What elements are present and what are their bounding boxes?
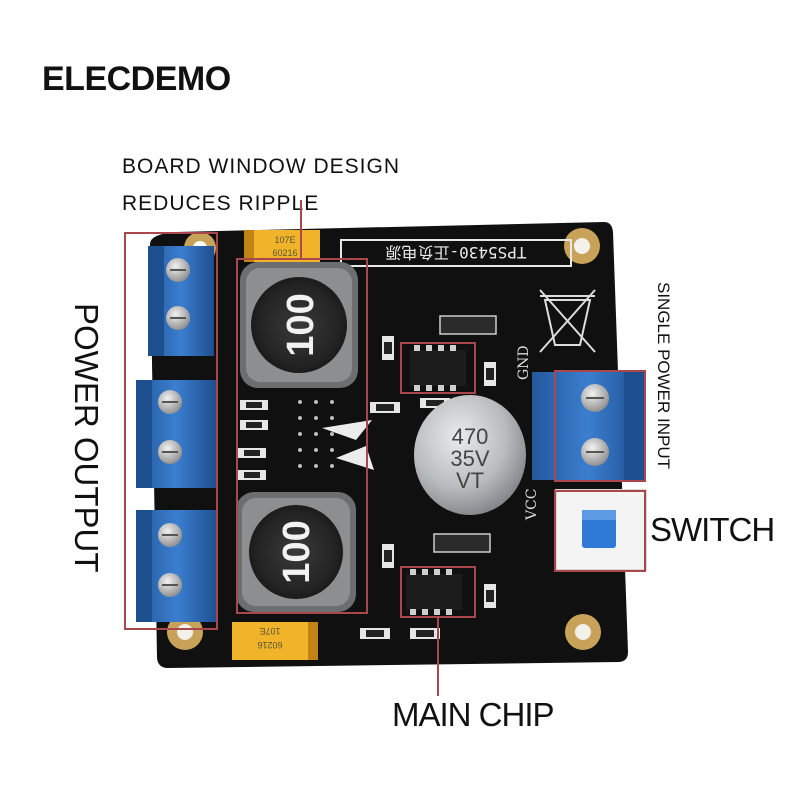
silk-title: TPS5430-正负电源 xyxy=(385,243,526,262)
board-window-note-line2: REDUCES RIPPLE xyxy=(122,192,320,215)
switch-label: SWITCH xyxy=(650,511,775,548)
silk-gnd: GND xyxy=(516,345,532,380)
leader-board-window xyxy=(300,200,302,258)
main-chip-label: MAIN CHIP xyxy=(392,696,555,733)
callout-input-box xyxy=(554,370,646,482)
inductor-bottom: 100 xyxy=(236,492,356,612)
leader-main-chip xyxy=(437,618,439,696)
logo-mark xyxy=(322,420,374,470)
smd-components xyxy=(238,315,497,639)
mounting-hole-bottom-right xyxy=(565,614,601,650)
inductor-top: 100 xyxy=(240,262,358,388)
svg-text:60216: 60216 xyxy=(257,640,282,650)
svg-text:100: 100 xyxy=(276,520,318,583)
svg-text:35V: 35V xyxy=(450,446,489,471)
tantalum-capacitor-bottom: 60216 107E xyxy=(232,622,318,660)
ic-chip-top xyxy=(410,345,466,391)
callout-main-chip-bottom-box xyxy=(400,566,476,618)
silk-vcc: VCC xyxy=(524,488,540,521)
slide-switch xyxy=(555,489,647,571)
callout-main-chip-top-box xyxy=(400,342,476,394)
electrolytic-capacitor: 470 35V VT xyxy=(414,395,526,515)
power-output-label: POWER OUTPUT xyxy=(68,303,105,573)
svg-text:100: 100 xyxy=(280,293,322,356)
svg-text:107E: 107E xyxy=(274,235,295,245)
brand-title: ELECDEMO xyxy=(42,60,231,98)
output-terminal-2 xyxy=(136,380,216,488)
callout-power-output-box xyxy=(124,232,218,630)
svg-text:107E: 107E xyxy=(259,626,280,636)
svg-text:60216: 60216 xyxy=(272,248,297,258)
output-terminal-3 xyxy=(136,510,218,622)
svg-text:470: 470 xyxy=(452,424,489,449)
input-terminal xyxy=(532,372,644,480)
board-window-vias xyxy=(298,400,334,468)
board-window-note-line1: BOARD WINDOW DESIGN xyxy=(122,155,401,178)
tantalum-capacitor-top: 107E 60216 xyxy=(244,230,320,262)
callout-switch-box xyxy=(554,490,646,572)
recycle-bin-icon xyxy=(539,289,596,353)
output-terminal-1 xyxy=(148,246,214,356)
svg-text:VT: VT xyxy=(456,468,484,493)
ic-chip-bottom xyxy=(406,569,462,615)
callout-board-window-box xyxy=(236,258,368,614)
mounting-hole-top-right xyxy=(564,228,600,264)
single-power-input-label: SINGLE POWER INPUT xyxy=(654,282,673,470)
